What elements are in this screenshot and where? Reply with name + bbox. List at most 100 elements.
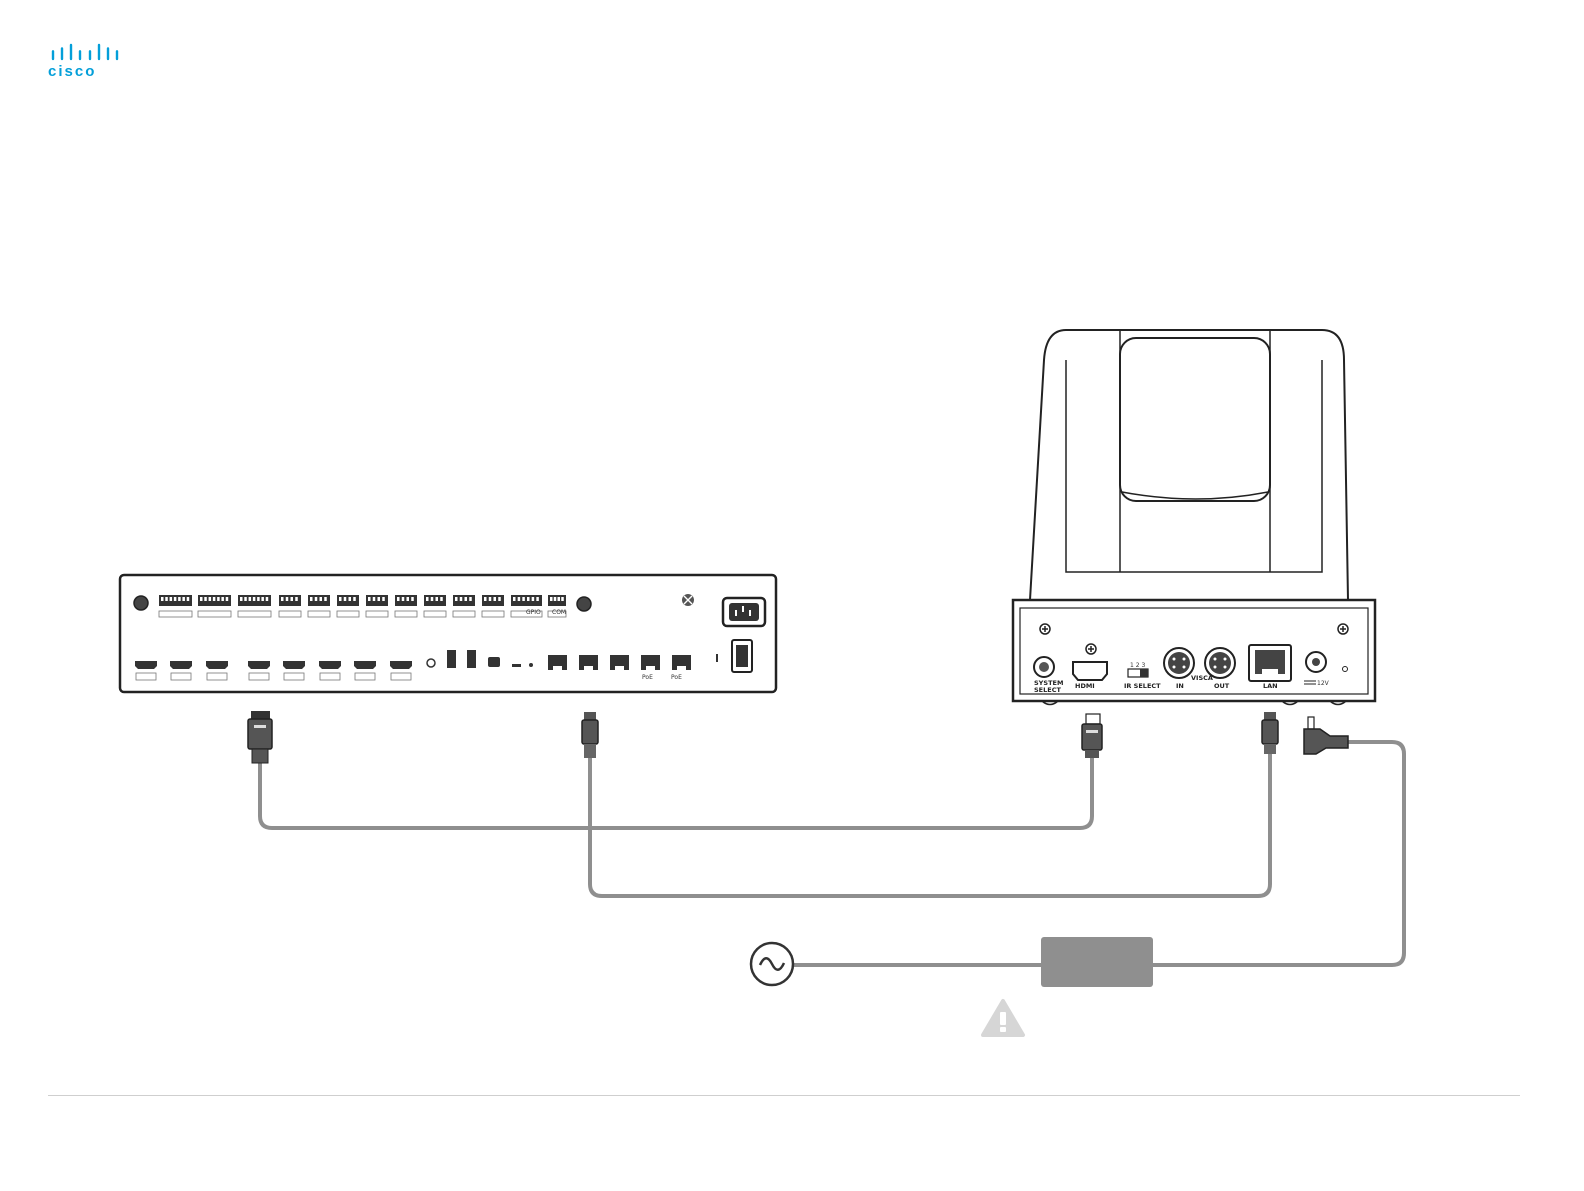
terminal-pin	[353, 597, 356, 601]
terminal-pin	[411, 597, 414, 601]
terminal-pin	[518, 597, 521, 601]
terminal-pin	[550, 597, 553, 601]
terminal-pin	[266, 597, 269, 601]
visca-in-label: IN	[1176, 682, 1184, 690]
gpio-label: GPIO	[526, 609, 541, 616]
codec-ethernet-plug	[582, 712, 598, 758]
codec-hdmi-port	[283, 661, 305, 669]
power-12v-label: 12V	[1317, 680, 1330, 687]
terminal-pin	[407, 597, 410, 601]
terminal-pin	[536, 597, 539, 601]
terminal-pin	[291, 597, 294, 601]
camera-dc-plug	[1304, 717, 1348, 754]
terminal-pin	[204, 597, 207, 601]
ethernet-port-latch	[677, 666, 686, 670]
terminal-pin	[324, 597, 327, 601]
hdmi-label: HDMI	[1075, 682, 1095, 690]
terminal-pin	[295, 597, 298, 601]
terminal-pin	[286, 597, 289, 601]
terminal-pin	[178, 597, 181, 601]
ethernet-port-latch	[646, 666, 655, 670]
terminal-pin	[440, 597, 443, 601]
terminal-pin	[217, 597, 220, 601]
visca-in-port	[1164, 648, 1194, 678]
terminal-pin	[170, 597, 173, 601]
terminal-pin	[554, 597, 557, 601]
terminal-pin	[349, 597, 352, 601]
terminal-pin	[344, 597, 347, 601]
com-label: COM	[552, 609, 566, 616]
terminal-pin	[558, 597, 561, 601]
terminal-pin	[261, 597, 264, 601]
ethernet-port-latch	[553, 666, 562, 670]
terminal-pin	[187, 597, 190, 601]
poe-label-2: PoE	[671, 674, 682, 681]
terminal-pin	[397, 597, 400, 601]
terminal-pin	[249, 597, 252, 601]
hdmi-cable	[260, 752, 1092, 828]
visca-label: VISCA	[1191, 674, 1213, 682]
terminal-pin	[522, 597, 525, 601]
codec-hdmi-plug	[248, 711, 272, 763]
terminal-pin	[310, 597, 313, 601]
ac-power-icon	[751, 943, 793, 985]
terminal-pin	[165, 597, 168, 601]
terminal-pin	[253, 597, 256, 601]
poe-label-1: PoE	[642, 674, 653, 681]
usb-c-port	[512, 664, 521, 667]
reset-button	[529, 663, 533, 667]
terminal-pin	[182, 597, 185, 601]
ir-select-label: IR SELECT	[1124, 682, 1161, 690]
terminal-pin	[221, 597, 224, 601]
footer-divider	[48, 1095, 1520, 1096]
terminal-pin	[320, 597, 323, 601]
power-supply	[1041, 937, 1153, 987]
terminal-pin	[281, 597, 284, 601]
terminal-pin	[527, 597, 530, 601]
codec-hdmi-port	[354, 661, 376, 669]
terminal-pin	[373, 597, 376, 601]
codec-unit: GPIO COM PoE PoE	[120, 575, 776, 692]
terminal-pin	[209, 597, 212, 601]
terminal-pin	[513, 597, 516, 601]
audio-jack	[427, 659, 435, 667]
camera-ethernet-plug	[1262, 712, 1278, 754]
terminal-pin	[226, 597, 229, 601]
ethernet-port-latch	[584, 666, 593, 670]
terminal-pin	[498, 597, 501, 601]
terminal-pin	[460, 597, 463, 601]
cables	[260, 742, 1404, 965]
ethernet-cable	[590, 752, 1270, 896]
terminal-pin	[382, 597, 385, 601]
terminal-pin	[339, 597, 342, 601]
terminal-pin	[257, 597, 260, 601]
dc-power-cable	[1152, 742, 1404, 965]
terminal-pin	[315, 597, 318, 601]
warning-icon	[983, 1001, 1023, 1035]
terminal-pin	[368, 597, 371, 601]
terminal-pin	[402, 597, 405, 601]
codec-hdmi-port	[206, 661, 228, 669]
terminal-pin	[489, 597, 492, 601]
terminal-pin	[200, 597, 203, 601]
terminal-pin	[465, 597, 468, 601]
ethernet-port-latch	[615, 666, 624, 670]
terminal-pin	[378, 597, 381, 601]
terminal-pin	[469, 597, 472, 601]
codec-hdmi-port	[170, 661, 192, 669]
usb-a-port	[447, 650, 456, 668]
codec-hdmi-port	[390, 661, 412, 669]
terminal-pin	[244, 597, 247, 601]
terminal-pin	[213, 597, 216, 601]
system-select-label-2: SELECT	[1034, 686, 1061, 694]
terminal-pin	[561, 597, 564, 601]
visca-out-label: OUT	[1214, 682, 1230, 690]
usb-a-port	[467, 650, 476, 668]
terminal-pin	[161, 597, 164, 601]
ptz-camera: SYSTEM SELECT HDMI 1 2 3 IR SELECT VISCA…	[1013, 330, 1375, 705]
terminal-pin	[494, 597, 497, 601]
terminal-pin	[174, 597, 177, 601]
lan-label: LAN	[1263, 682, 1278, 690]
terminal-pin	[240, 597, 243, 601]
